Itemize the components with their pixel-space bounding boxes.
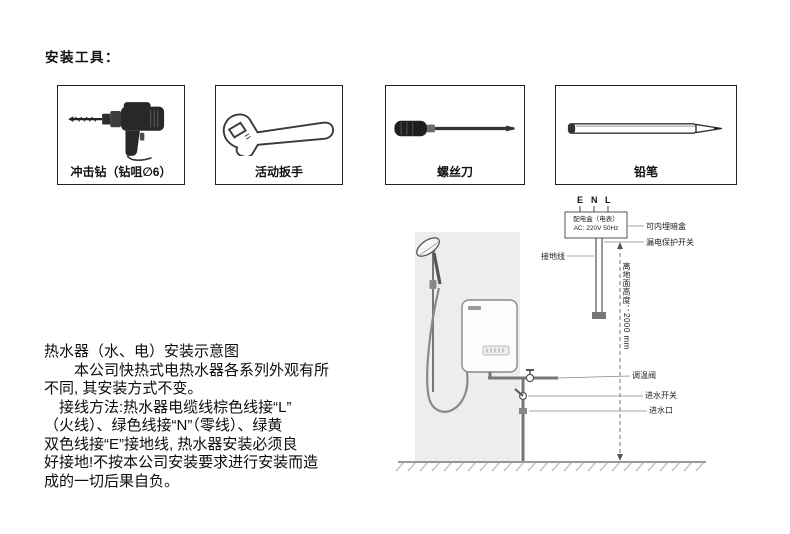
- distribution-box-text: 配电盒（电表） AC: 220V 50Hz: [566, 215, 626, 233]
- pencil-icon: [559, 92, 733, 165]
- label-height-note: 离地面高度：2000 mm: [622, 262, 631, 350]
- instructions-line: 不同, 其安装方式不变。: [44, 380, 203, 397]
- instructions-line: 成的一切后果自负。: [44, 472, 180, 490]
- tools-section-title: 安装工具：: [45, 50, 120, 65]
- ground-hatching: [395, 461, 705, 472]
- adjustable-wrench-icon: [219, 92, 339, 165]
- instructions-title: 热水器（水、电）安装示意图: [44, 343, 240, 360]
- shower-bracket: [429, 280, 437, 289]
- label-ground-wire: 接地线: [541, 252, 565, 261]
- distribution-box-line1: 配电盒（电表）: [573, 216, 619, 223]
- instructions-line: 双色线接“E”接地线, 热水器安装必须良: [44, 435, 298, 453]
- terminal-wires: [579, 206, 609, 212]
- tool-label-impact-drill: 冲击钻（钻咀∅6）: [70, 165, 172, 179]
- inlet-switch-symbol: [514, 388, 528, 401]
- label-inlet-port: 进水口: [649, 406, 673, 415]
- measure-arrow-bottom: [617, 454, 623, 461]
- screwdriver-icon: [389, 92, 521, 165]
- label-temp-valve: 调温阀: [632, 371, 656, 380]
- instructions-line: 好接地!不按本公司安装要求进行安装而造: [44, 454, 319, 471]
- pencil-image: [567, 123, 723, 134]
- screwdriver-image: [394, 120, 515, 137]
- temp-valve-symbol: [525, 369, 535, 383]
- heater-display-segments: [486, 348, 504, 353]
- inlet-port-coupling: [519, 408, 527, 414]
- tool-label-screwdriver: 螺丝刀: [436, 165, 473, 179]
- tool-box-screwdriver: 螺丝刀: [385, 85, 525, 185]
- label-concealed-box: 可内埋暗盒: [646, 222, 686, 231]
- instructions-block: 热水器（水、电）安装示意图 本公司快热式电热水器各系列外观有所 不同, 其安装方…: [44, 343, 416, 491]
- impact-drill-icon: [61, 92, 181, 165]
- shower-hose: [426, 287, 469, 413]
- shower-handle: [432, 252, 442, 285]
- adjustable-wrench-image: [222, 113, 335, 156]
- water-heater-body: [461, 299, 518, 373]
- tool-box-wrench: 活动扳手: [215, 85, 343, 185]
- conduit-fitting: [592, 312, 606, 319]
- tool-label-pencil: 铅笔: [633, 165, 658, 179]
- leader-temp-valve: [557, 375, 631, 379]
- distribution-box: [564, 211, 628, 239]
- terminal-label-e: E: [577, 195, 584, 205]
- instructions-line: 接线方法:热水器电缆线棕色线接“L”: [44, 398, 292, 416]
- label-leakage-switch: 漏电保护开关: [646, 238, 694, 247]
- measure-arrow-top: [617, 242, 623, 249]
- impact-drill-image: [68, 101, 165, 161]
- terminal-label-l: L: [605, 195, 611, 205]
- instructions-line: 本公司快热式电热水器各系列外观有所: [44, 361, 330, 379]
- label-inlet-switch: 进水开关: [645, 391, 677, 400]
- shower-head: [416, 237, 440, 257]
- tool-box-impact-drill: 冲击钻（钻咀∅6）: [57, 85, 185, 185]
- tool-label-wrench: 活动扳手: [254, 165, 303, 179]
- installation-diagram: [395, 206, 706, 472]
- terminal-label-n: N: [591, 195, 598, 205]
- heater-brand-logo: [468, 306, 481, 310]
- distribution-box-line2: AC: 220V 50Hz: [573, 225, 619, 232]
- instructions-line: （火线）、绿色线接“N”（零线）、绿黄: [44, 417, 283, 434]
- heater-display: [482, 345, 510, 356]
- tool-box-pencil: 铅笔: [555, 85, 737, 185]
